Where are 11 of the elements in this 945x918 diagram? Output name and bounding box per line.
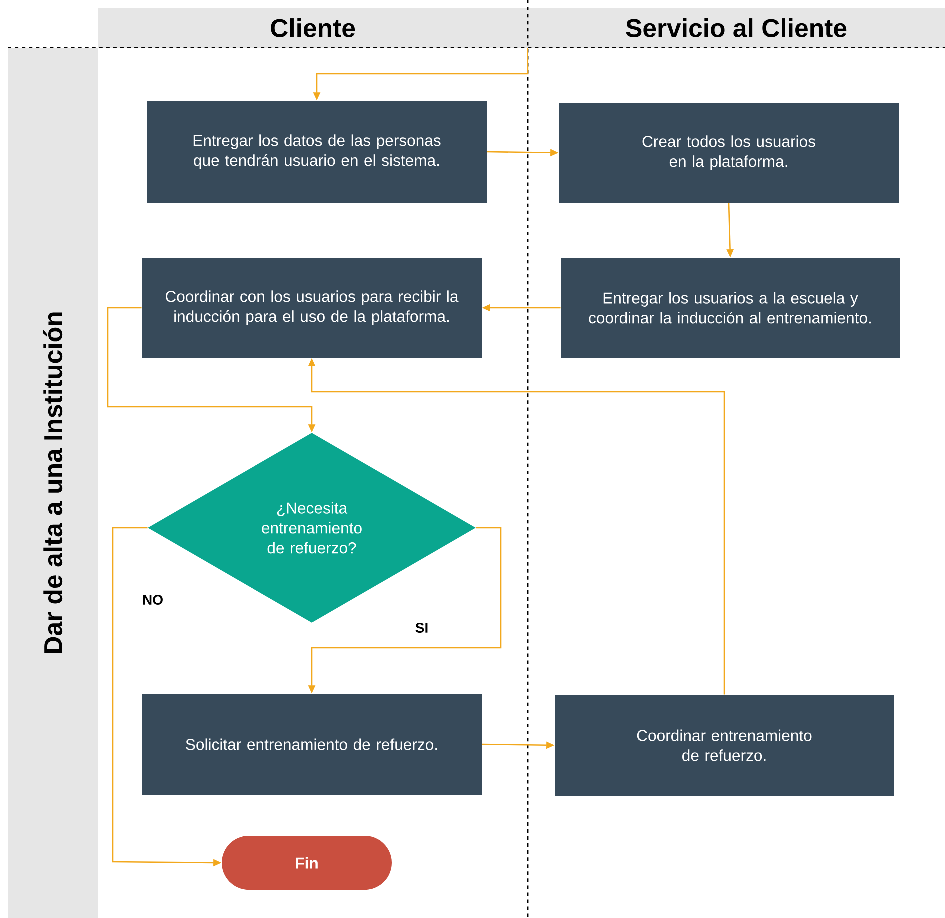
process-box: Entregar los usuarios a la escuela y coordinar la inducción al entrenamiento.	[561, 258, 900, 358]
process-box: Entregar los datos de las personas que tendrán usuario en el sistema.	[147, 101, 487, 203]
terminator: Fin	[222, 836, 392, 890]
process-box: Solicitar entrenamiento de refuerzo.	[142, 694, 482, 795]
process-box: Crear todos los usuarios en la plataforma.	[559, 103, 899, 203]
process-box: Coordinar con los usuarios para recibir la inducción para el uso de la plataforma.	[142, 258, 482, 358]
lane-header: Cliente	[98, 8, 528, 48]
edge-label: SI	[414, 622, 430, 634]
process-box: Coordinar entrenamiento de refuerzo.	[555, 695, 894, 796]
row-header: Dar de alta a una Institución	[8, 48, 98, 918]
lane-header: Servicio al Cliente	[528, 8, 945, 48]
